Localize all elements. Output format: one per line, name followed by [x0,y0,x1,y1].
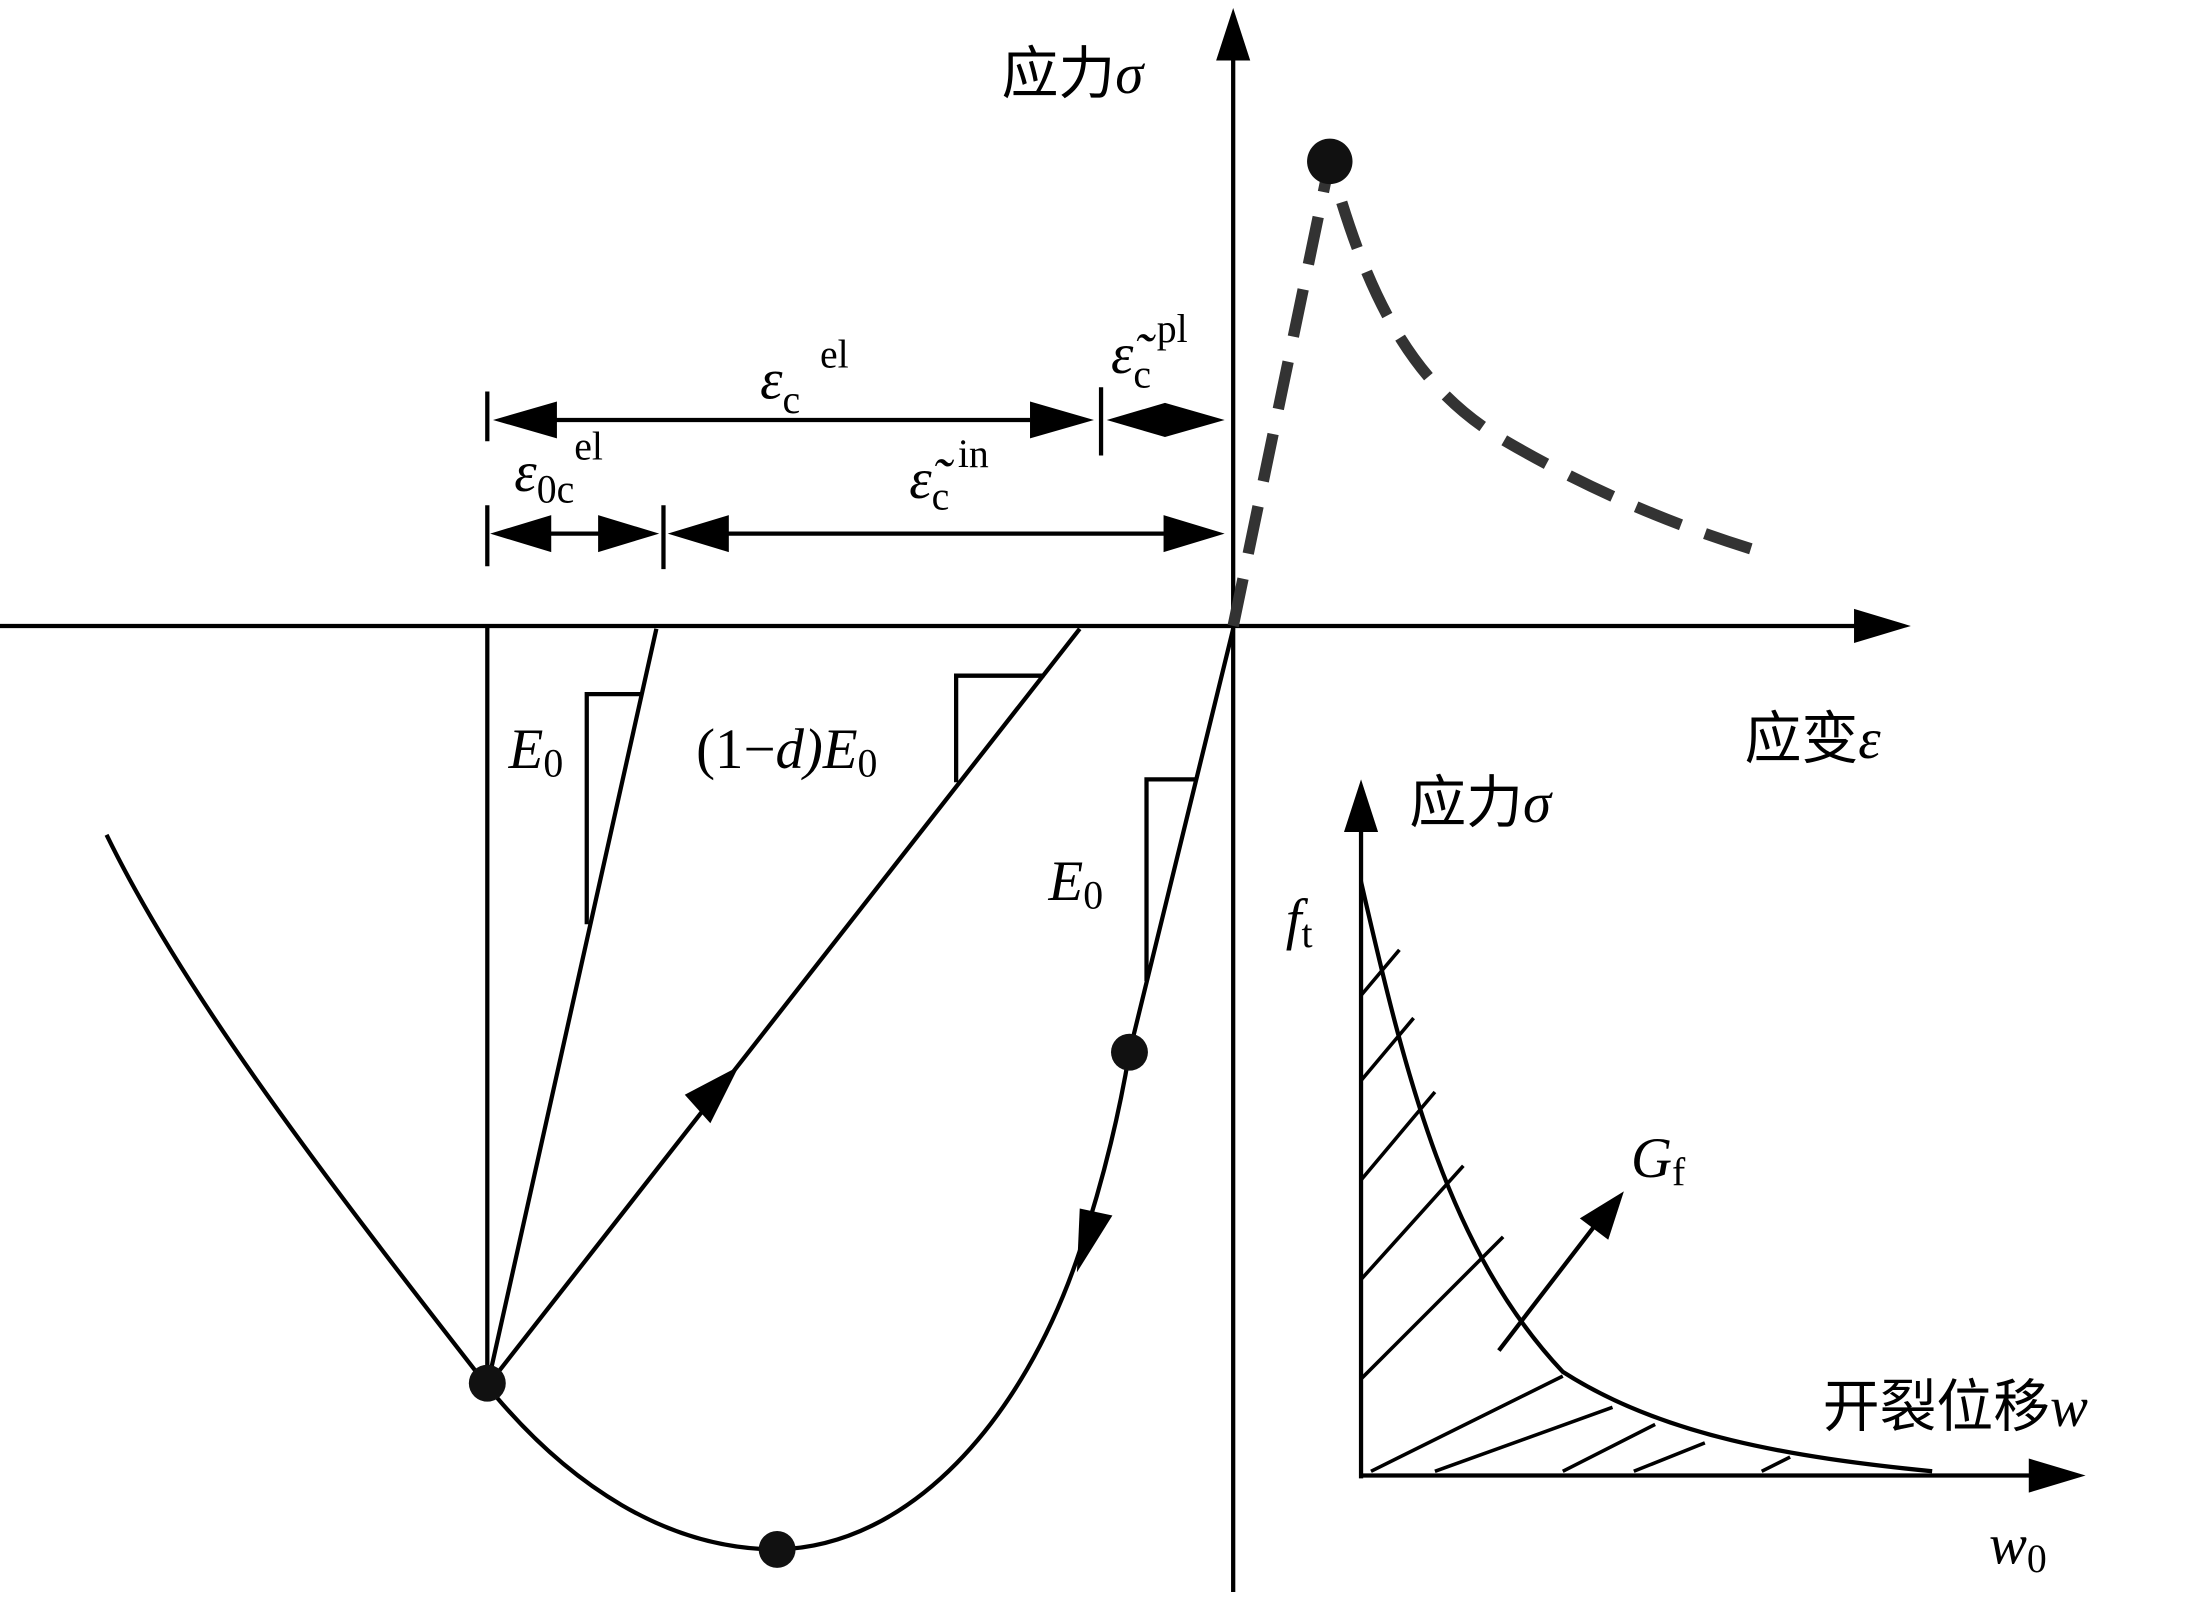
slope-triangle-damaged [954,673,1045,783]
tensile-strength-label: ft [1286,889,1313,957]
plastic-strain-label: ε̃cpl [1111,307,1188,396]
initial-elastic-strain-dimension [490,515,660,553]
initial-elastic-strain-label: ε0cel [514,425,603,512]
fracture-energy-label: Gf [1631,1127,1686,1195]
max-crack-opening-label: w0 [1989,1514,2047,1582]
inelastic-strain-label: ε̃cin [909,432,989,519]
initial-modulus-label: E0 [508,718,564,786]
stress-axis-label: 应力σ [1002,41,1146,107]
fracture-energy-arrow-icon [1579,1191,1624,1240]
elastic-strain-dimension [492,401,1094,439]
unload-arrow-icon [1076,1208,1113,1273]
initial-modulus-line [485,628,659,1387]
fracture-energy-hatch [1359,948,1791,1473]
unload-point [468,1364,506,1402]
inelastic-strain-dimension [667,515,1225,553]
inset-displacement-arrow-icon [2028,1458,2086,1493]
tension-peak-point [1307,138,1353,185]
slope-triangle-reload [1144,777,1197,982]
damaged-modulus-line [485,627,1082,1388]
reload-point [1110,1033,1148,1071]
inset-stress-arrow-icon [1343,779,1379,832]
peak-compression-point [758,1530,796,1568]
strain-axis-arrow-icon [1854,608,1911,644]
softening-curve [1358,881,1933,1474]
inset-stress-label: 应力σ [1409,770,1553,836]
inset-displacement-label: 开裂位移w [1823,1374,2088,1440]
slope-triangle-initial [584,692,643,925]
damaged-modulus-label: (1−d)E0 [696,718,877,786]
reload-arrow-icon [684,1066,739,1124]
plastic-strain-dimension [1106,402,1225,438]
elastic-strain-label: εcel [760,332,849,421]
compression-curve [104,628,1236,1552]
strain-axis-label: 应变ε [1745,706,1882,772]
tension-softening-curve [1227,159,1764,628]
reload-modulus-label: E0 [1047,850,1103,918]
stress-axis-arrow-icon [1216,7,1251,61]
crack-opening-inset [1343,779,2086,1493]
